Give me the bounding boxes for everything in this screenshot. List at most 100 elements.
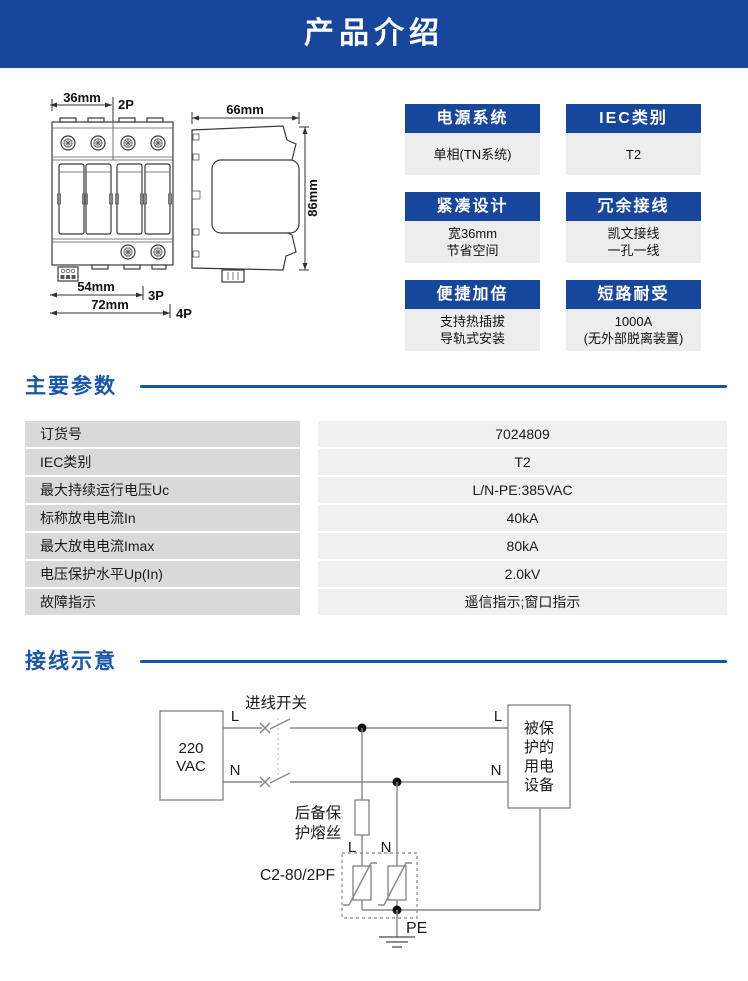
l-left-label: L [231, 708, 239, 725]
feature-body: 宽36mm 节省空间 [405, 221, 540, 263]
wiring-diagram: 220 VAC 进线开关 L N L N [159, 694, 571, 948]
feature-redundant-wiring: 冗余接线 凯文接线 一孔一线 [566, 192, 701, 263]
feature-body: 凯文接线 一孔一线 [566, 221, 701, 263]
front-dim-3p: 54mm 3P [50, 279, 164, 303]
feature-power-system: 电源系统 单相(TN系统) [405, 104, 540, 175]
wiring-section-title: 接线示意 [25, 650, 117, 673]
feature-title: 紧凑设计 [405, 192, 540, 221]
params-section-divider [140, 385, 727, 388]
feature-body: 单相(TN系统) [405, 133, 540, 175]
feature-line: 单相(TN系统) [433, 146, 512, 162]
pe-label: PE [406, 920, 427, 937]
table-row: IEC类别 T2 [25, 449, 727, 475]
load-label-4: 设备 [524, 777, 554, 794]
n-left-label: N [230, 762, 241, 779]
feature-line: (无外部脱离装置) [583, 331, 684, 346]
front-dim-4p: 72mm 4P [50, 297, 192, 321]
table-row: 电压保护水平Up(In) 2.0kV [25, 561, 727, 587]
feature-title: 便捷加倍 [405, 280, 540, 309]
technical-drawing: 36mm 2P [50, 90, 320, 321]
spd-l-label: L [348, 839, 356, 856]
table-row: 故障指示 遥信指示;窗口指示 [25, 589, 727, 615]
fuse-label-1: 后备保 [295, 804, 342, 822]
param-value: L/N-PE:385VAC [318, 477, 727, 503]
table-row: 最大放电电流Imax 80kA [25, 533, 727, 559]
param-value: 2.0kV [318, 561, 727, 587]
line-N: N [223, 762, 508, 788]
front-view: 36mm 2P [50, 90, 192, 321]
load-label-3: 用电 [524, 758, 554, 775]
param-value: 80kA [318, 533, 727, 559]
feature-line: 宽36mm [447, 226, 498, 241]
screw-icon [90, 135, 106, 151]
param-value: 7024809 [318, 421, 727, 447]
table-row: 订货号 7024809 [25, 421, 727, 447]
dim-86mm-label: 86mm [305, 179, 320, 217]
table-row: 标称放电电流In 40kA [25, 505, 727, 531]
side-terminal-block [221, 269, 245, 283]
l-right-label: L [494, 708, 502, 725]
params-table: 订货号 7024809 IEC类别 T2 最大持续运行电压Uc L/N-PE:3… [25, 421, 727, 617]
table-row: 最大持续运行电压Uc L/N-PE:385VAC [25, 477, 727, 503]
wiring-section-divider [140, 660, 727, 663]
source-label-1: 220 [178, 740, 203, 757]
param-label: 标称放电电流In [25, 505, 300, 531]
feature-body: 支持热插拔 导轨式安装 [405, 309, 540, 351]
front-modules [57, 163, 172, 235]
dim-72mm-label: 72mm [91, 297, 129, 312]
load-box: 被保 护的 用电 设备 [507, 704, 571, 809]
spd-n-label: N [381, 839, 392, 856]
param-value: 遥信指示;窗口指示 [318, 589, 727, 615]
feature-body: 1000A (无外部脱离装置) [566, 309, 701, 351]
screw-icon [120, 135, 136, 151]
spd-model-label: C2-80/2PF [260, 867, 335, 884]
side-dim-height: 86mm [299, 126, 320, 271]
tag-4p-label: 4P [176, 306, 192, 321]
source-box: 220 VAC [159, 710, 224, 801]
tag-2p-label: 2P [118, 97, 134, 112]
feature-short-circuit: 短路耐受 1000A (无外部脱离装置) [566, 280, 701, 351]
feature-line: 导轨式安装 [439, 331, 505, 346]
tag-3p-label: 3P [148, 288, 164, 303]
param-value: 40kA [318, 505, 727, 531]
side-module-bulge [211, 159, 300, 234]
feature-title: 电源系统 [405, 104, 540, 133]
load-label-2: 护的 [524, 739, 554, 756]
feature-body: T2 [566, 133, 701, 175]
spd-box [341, 852, 418, 919]
feature-title: 短路耐受 [566, 280, 701, 309]
params-section-title: 主要参数 [25, 375, 117, 398]
source-label-2: VAC [176, 758, 206, 775]
ground-icon [379, 936, 415, 948]
feature-line: 节省空间 [446, 243, 499, 258]
screw-icon [150, 244, 166, 260]
param-label: IEC类别 [25, 449, 300, 475]
side-dim-width: 66mm [191, 102, 300, 124]
dim-66mm-label: 66mm [226, 102, 264, 117]
pe-wiring: PE [361, 808, 541, 948]
feature-iec-class: IEC类别 T2 [566, 104, 701, 175]
feature-grid: 电源系统 单相(TN系统) IEC类别 T2 紧凑设计 宽36mm 节省空间 冗… [405, 104, 701, 351]
din-rail-slots [191, 133, 201, 258]
page-title: 产品介绍 [0, 0, 748, 68]
dim-36mm-label: 36mm [63, 90, 101, 105]
terminal-block [57, 266, 79, 282]
feature-title: IEC类别 [566, 104, 701, 133]
feature-line: 支持热插拔 [439, 314, 505, 329]
feature-compact-design: 紧凑设计 宽36mm 节省空间 [405, 192, 540, 263]
switch-label: 进线开关 [245, 694, 307, 712]
varistor-symbol [343, 862, 377, 906]
screw-icon [150, 135, 166, 151]
param-value: T2 [318, 449, 727, 475]
front-body [51, 117, 174, 282]
feature-title: 冗余接线 [566, 192, 701, 221]
param-label: 故障指示 [25, 589, 300, 615]
param-label: 订货号 [25, 421, 300, 447]
screw-icon [120, 244, 136, 260]
feature-easy-install: 便捷加倍 支持热插拔 导轨式安装 [405, 280, 540, 351]
param-label: 最大持续运行电压Uc [25, 477, 300, 503]
fuse-branch: 后备保 护熔丝 [295, 728, 370, 866]
dim-54mm-label: 54mm [77, 279, 115, 294]
feature-line: 1000A [614, 314, 653, 329]
